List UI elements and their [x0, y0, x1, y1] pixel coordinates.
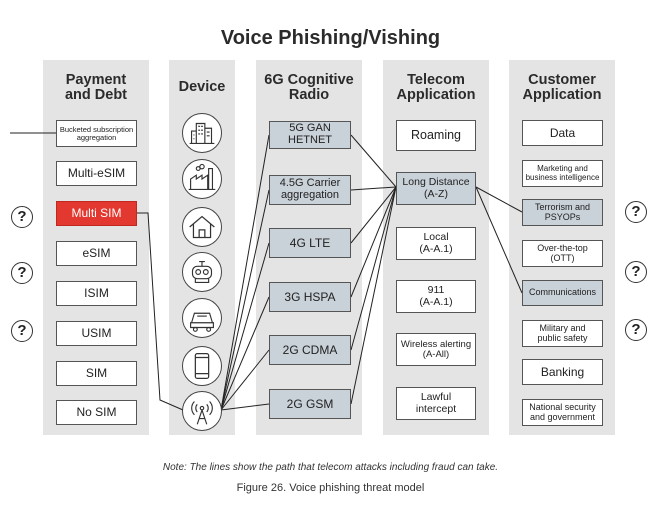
- smartphone-icon: [182, 346, 222, 386]
- question-mark-icon: ?: [11, 320, 33, 342]
- telecom-column-header: Telecom Application: [396, 72, 476, 103]
- question-mark-icon: ?: [11, 206, 33, 228]
- customer-item-marketing: Marketing and business intelligence: [522, 160, 603, 187]
- telecom-item-lawful-intercept: Lawful intercept: [396, 387, 476, 420]
- radio-item-4-5g-carrier-aggregation: 4.5G Carrier aggregation: [269, 175, 351, 205]
- payment-item-multi-sim: Multi SIM: [56, 201, 137, 226]
- telecom-item-long-distance: Long Distance (A-Z): [396, 172, 476, 205]
- customer-item-ott: Over-the-top (OTT): [522, 240, 603, 267]
- diagram-title: Voice Phishing/Vishing: [220, 27, 441, 49]
- antenna-icon: [182, 391, 222, 431]
- telecom-item-roaming: Roaming: [396, 120, 476, 151]
- radio-item-4g-lte: 4G LTE: [269, 228, 351, 258]
- customer-item-data: Data: [522, 120, 603, 146]
- house-icon: [182, 207, 222, 247]
- customer-item-national-security: National security and government: [522, 399, 603, 426]
- telecom-item-local: Local (A-A.1): [396, 227, 476, 260]
- factory-icon: [182, 159, 222, 199]
- question-mark-icon: ?: [625, 261, 647, 283]
- payment-item-isim: ISIM: [56, 281, 137, 306]
- device-column-header: Device: [178, 79, 226, 95]
- figure-caption: Figure 26. Voice phishing threat model: [236, 482, 425, 494]
- payment-column-header: Payment and Debt: [64, 72, 128, 103]
- radio-column-header: 6G Cognitive Radio: [264, 72, 354, 103]
- figure-note: Note: The lines show the path that telec…: [162, 462, 499, 473]
- question-mark-icon: ?: [625, 201, 647, 223]
- payment-item-bucketed-subscription: Bucketed subscription aggregation: [56, 120, 137, 147]
- question-mark-icon: ?: [11, 262, 33, 284]
- payment-item-sim: SIM: [56, 361, 137, 386]
- payment-item-usim: USIM: [56, 321, 137, 346]
- radio-item-2g-cdma: 2G CDMA: [269, 335, 351, 365]
- radio-item-5g-gan-hetnet: 5G GAN HETNET: [269, 121, 351, 149]
- question-mark-icon: ?: [625, 319, 647, 341]
- customer-item-communications: Communications: [522, 280, 603, 306]
- radio-item-2g-gsm: 2G GSM: [269, 389, 351, 419]
- customer-item-banking: Banking: [522, 359, 603, 385]
- telecom-item-wireless-alerting: Wireless alerting (A-All): [396, 333, 476, 366]
- robot-icon: [182, 252, 222, 292]
- payment-item-multi-esim: Multi-eSIM: [56, 161, 137, 186]
- customer-column-header: Customer Application: [522, 72, 602, 103]
- customer-item-military: Military and public safety: [522, 320, 603, 347]
- telecom-item-911: 911 (A-A.1): [396, 280, 476, 313]
- car-icon: [182, 298, 222, 338]
- building-icon: [182, 113, 222, 153]
- payment-item-esim: eSIM: [56, 241, 137, 266]
- radio-item-3g-hspa: 3G HSPA: [269, 282, 351, 312]
- payment-item-no-sim: No SIM: [56, 400, 137, 425]
- customer-item-terrorism-psyops: Terrorism and PSYOPs: [522, 199, 603, 226]
